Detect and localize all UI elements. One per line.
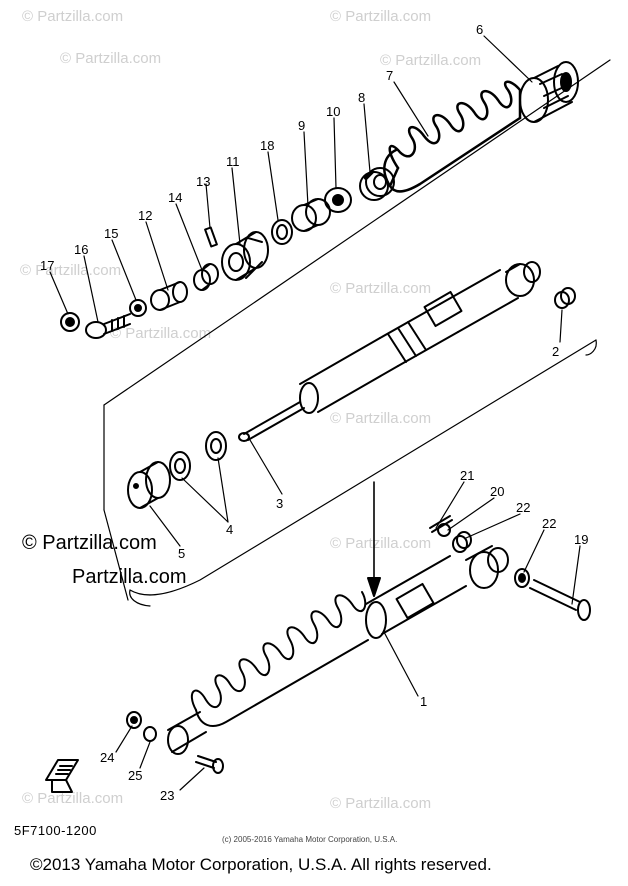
part-25-washer — [143, 726, 157, 742]
callout-9: 9 — [298, 118, 305, 133]
watermark: © Partzilla.com — [22, 790, 124, 807]
shock-assembly-bottom — [167, 545, 509, 755]
part-24-nut — [126, 711, 142, 729]
callout-10: 10 — [326, 104, 340, 119]
callout-1: 1 — [420, 694, 427, 709]
callout-7: 7 — [386, 68, 393, 83]
part-11-seal-housing — [221, 231, 269, 281]
part-5-lower-seat — [127, 461, 171, 509]
callout-2: 2 — [552, 344, 559, 359]
callout-18: 18 — [260, 138, 274, 153]
callout-13: 13 — [196, 174, 210, 189]
callout-8: 8 — [358, 90, 365, 105]
part-12-collar — [150, 281, 188, 311]
watermark: © Partzilla.com — [380, 52, 482, 69]
part-23-bolt — [195, 755, 224, 774]
part-20-washer — [437, 523, 451, 537]
watermark: © Partzilla.com — [22, 8, 124, 25]
watermark: © Partzilla.com — [330, 8, 432, 25]
part-9-bump-rubber — [291, 198, 331, 232]
watermark: © Partzilla.com — [20, 262, 122, 279]
part-22-collar-right — [514, 568, 530, 588]
callout-3: 3 — [276, 496, 283, 511]
part-22-collar-left — [452, 531, 472, 553]
callout-12: 12 — [138, 208, 152, 223]
callout-11: 11 — [226, 154, 240, 169]
assembly-arrow — [367, 481, 381, 597]
part-13-pin — [204, 226, 218, 248]
callout-5: 5 — [178, 546, 185, 561]
part-16-bolt — [85, 313, 131, 339]
part-15-washer — [129, 299, 147, 317]
callout-21: 21 — [460, 468, 474, 483]
watermark: © Partzilla.com — [330, 795, 432, 812]
callout-25: 25 — [128, 768, 142, 783]
watermark: © Partzilla.com — [330, 280, 432, 297]
watermark: © Partzilla.com — [60, 50, 162, 67]
part-10-washer — [324, 187, 352, 213]
figure-code: 5F7100-1200 — [14, 823, 97, 838]
callout-22a: 22 — [516, 500, 530, 515]
callout-labels: 1 2 3 4 5 6 7 8 9 10 11 12 13 14 15 16 1… — [40, 22, 588, 803]
callout-4: 4 — [226, 522, 233, 537]
frame-lines — [103, 59, 611, 607]
shock-body-middle — [238, 261, 541, 442]
label-tag-icon — [45, 759, 79, 793]
watermark: © Partzilla.com — [330, 535, 432, 552]
part-6-spring-seat — [519, 61, 579, 123]
part-19-bolt — [529, 579, 591, 621]
part-17-nut — [60, 312, 80, 332]
credit-small: (c) 2005-2016 Yamaha Motor Corporation, … — [222, 835, 398, 844]
callout-15: 15 — [104, 226, 118, 241]
callout-20: 20 — [490, 484, 504, 499]
part-8-ring — [359, 167, 395, 201]
callout-24: 24 — [100, 750, 114, 765]
part-4-locknut — [169, 431, 227, 481]
copyright-notice: ©2013 Yamaha Motor Corporation, U.S.A. A… — [30, 855, 492, 874]
leader-lines — [49, 35, 581, 791]
callout-23: 23 — [160, 788, 174, 803]
part-18-o-ring — [271, 219, 293, 245]
callout-6: 6 — [476, 22, 483, 37]
callout-14: 14 — [168, 190, 182, 205]
callout-19: 19 — [574, 532, 588, 547]
part-14-bushing — [193, 263, 219, 291]
callout-22b: 22 — [542, 516, 556, 531]
callout-16: 16 — [74, 242, 88, 257]
watermark-large: © Partzilla.com — [22, 532, 157, 554]
watermark: © Partzilla.com — [330, 410, 432, 427]
watermark-large: Partzilla.com — [72, 566, 187, 588]
part-2-bushing — [554, 287, 576, 309]
callout-17: 17 — [40, 258, 54, 273]
watermark: © Partzilla.com — [110, 325, 212, 342]
